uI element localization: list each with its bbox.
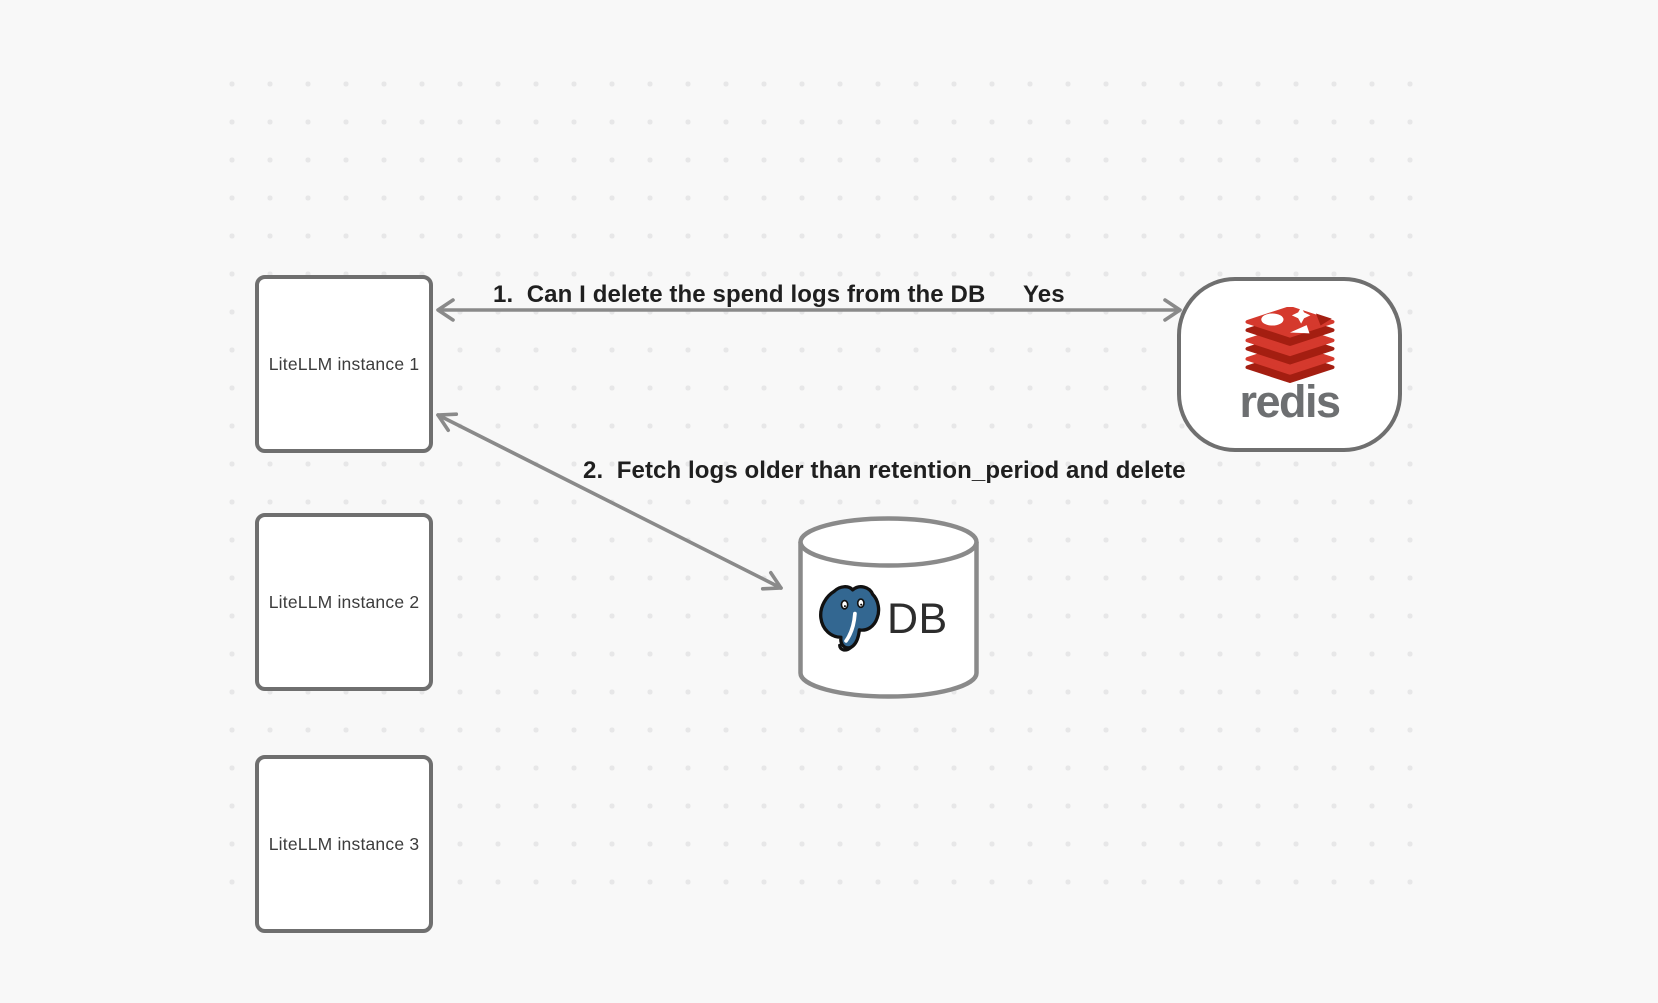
litellm-instance-3-label: LiteLLM instance 3 [268,833,420,854]
postgresql-logo-icon [819,585,881,652]
litellm-instance-3-node[interactable]: LiteLLM instance 3 [255,755,433,933]
redis-node[interactable]: redis [1177,277,1402,452]
litellm-instance-2-label: LiteLLM instance 2 [268,591,420,612]
arrow-1-label: 1. Can I delete the spend logs from the … [493,281,986,308]
database-node[interactable]: DB [798,516,979,700]
litellm-instance-1-node[interactable]: LiteLLM instance 1 [255,275,433,453]
redis-logo-icon [1245,307,1334,383]
litellm-instance-2-node[interactable]: LiteLLM instance 2 [255,513,433,691]
arrow-1-answer-label: Yes [1023,281,1065,308]
redis-wordmark: redis [1239,376,1341,427]
arrow-spend-logs-question[interactable] [436,298,1182,322]
arrow-2-label: 2. Fetch logs older than retention_perio… [583,457,1186,484]
litellm-instance-1-label: LiteLLM instance 1 [268,353,420,374]
database-cylinder-icon [798,516,979,699]
arrow-fetch-delete-logs[interactable] [436,412,783,591]
db-label: DB [887,594,948,643]
